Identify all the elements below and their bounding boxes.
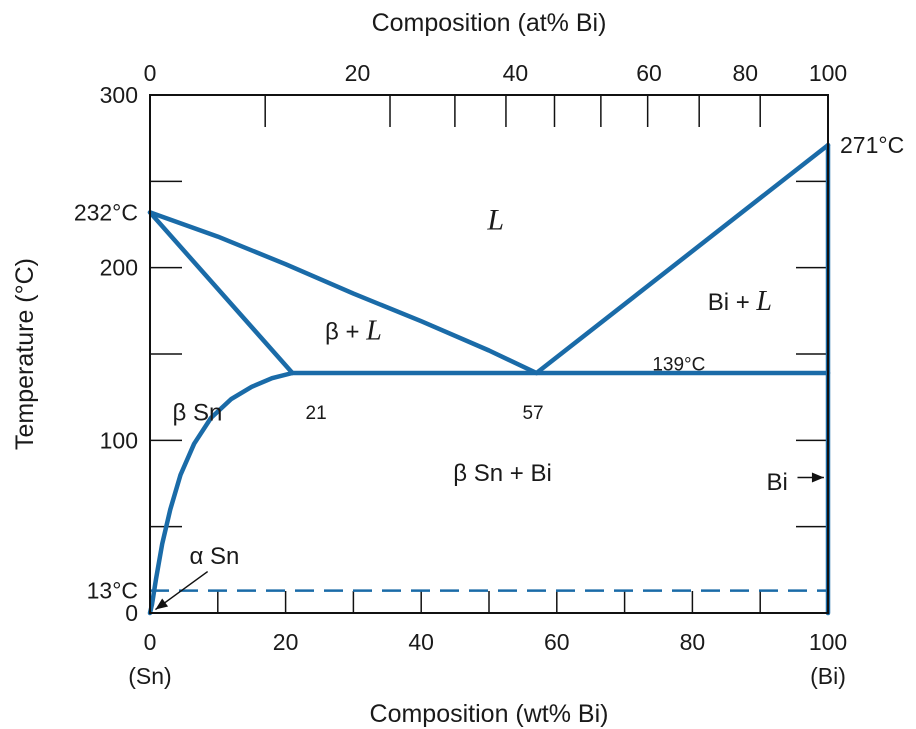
x-tick-label: 40 <box>408 629 434 655</box>
annotation-label: 139°C <box>652 355 705 376</box>
alpha-sn-arrow-head <box>155 598 169 610</box>
bi-arrow-head <box>811 472 824 483</box>
x2-tick-label: 40 <box>503 60 529 86</box>
x2-axis-title: Composition (at% Bi) <box>372 9 607 37</box>
phase-boundary-liquidus-bi <box>534 142 831 376</box>
annotation-label: 271°C <box>840 132 904 158</box>
y-tick-label: 100 <box>100 427 138 453</box>
y-tick-label: 13°C <box>87 578 138 604</box>
annotation-label: 21 <box>306 403 327 424</box>
y-tick-label: 232°C <box>74 199 138 225</box>
annotation-label: β + L <box>325 316 382 347</box>
y-axis-title: Temperature (°C) <box>11 258 39 450</box>
region-label: L <box>486 203 504 236</box>
annotation-label: 57 <box>522 403 543 424</box>
annotation-label: Bi + L <box>708 286 772 317</box>
x2-tick-label: 100 <box>809 60 847 86</box>
annotation-italic-part: L <box>755 286 772 317</box>
phase-boundary-solvus <box>147 370 295 616</box>
annotation-label: β Sn <box>173 400 223 427</box>
annotation-label: Bi <box>766 469 787 496</box>
x-axis-title: Composition (wt% Bi) <box>370 700 609 728</box>
y-tick-label: 200 <box>100 255 138 281</box>
x2-tick-label: 80 <box>732 60 758 86</box>
phase-boundary-liquidus-sn <box>147 210 539 376</box>
x-tick-label: 100 <box>809 629 847 655</box>
annotation-label: α Sn <box>189 543 239 570</box>
annotation-label: β Sn + Bi <box>453 460 552 487</box>
x-tick-label: 0 <box>144 629 157 655</box>
y-tick-label: 300 <box>100 82 138 108</box>
x-tick-label: 80 <box>680 629 706 655</box>
y-tick-label: 0 <box>125 600 138 626</box>
annotation-part: β + <box>325 319 366 346</box>
x-tick-label: 60 <box>544 629 570 655</box>
x-end-label-right: (Bi) <box>810 663 846 689</box>
plot-frame <box>149 94 829 614</box>
x-end-label-left: (Sn) <box>128 663 171 689</box>
phase-boundary-solidus-sn <box>147 210 295 376</box>
tick-marks <box>149 94 829 614</box>
x2-tick-label: 60 <box>636 60 662 86</box>
annotation-italic-part: L <box>365 316 382 347</box>
annotation-part: Bi + <box>708 289 757 316</box>
x2-tick-label: 0 <box>144 60 157 86</box>
x2-tick-label: 20 <box>345 60 371 86</box>
x-tick-label: 20 <box>273 629 299 655</box>
arrows <box>154 472 824 611</box>
